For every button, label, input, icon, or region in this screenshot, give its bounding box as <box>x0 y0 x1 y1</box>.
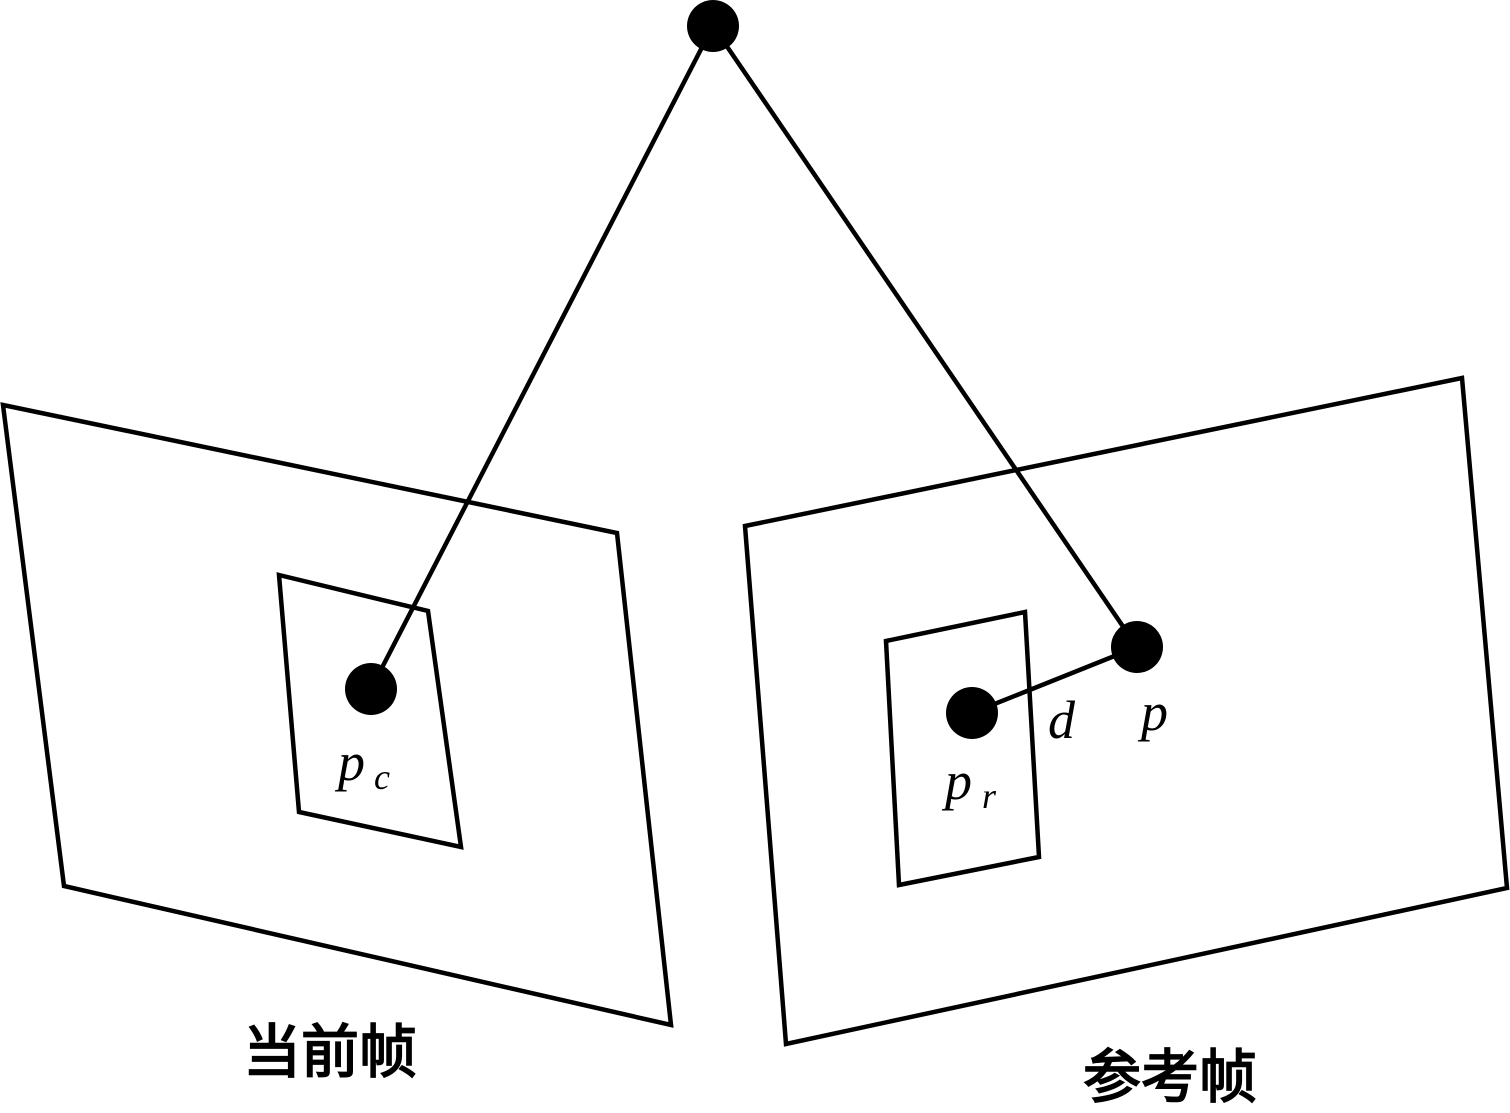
projected-point <box>1111 621 1163 673</box>
caption-reference-frame: 参考帧 <box>1083 1043 1257 1111</box>
label-pc: p <box>334 732 365 792</box>
world-point <box>687 0 739 52</box>
label-pr-subscript: r <box>982 776 997 816</box>
label-pr-main: p <box>941 751 972 811</box>
reference-frame-point <box>946 687 998 739</box>
ray-to-current-point <box>369 24 715 691</box>
reference-frame-patch <box>883 609 1042 888</box>
label-pc-main: p <box>334 732 365 792</box>
caption-current-frame: 当前帧 <box>243 1018 417 1086</box>
ray-to-projected-point <box>711 24 1139 649</box>
label-pc-subscript: c <box>374 757 390 797</box>
label-pr: p <box>941 751 972 811</box>
current-frame-point <box>345 663 397 715</box>
distance-segment <box>971 644 1138 716</box>
label-projected-point: p <box>1137 682 1168 742</box>
label-distance: d <box>1048 690 1076 750</box>
current-frame-patch <box>276 572 464 850</box>
reference-frame-outline <box>742 375 1510 1047</box>
current-frame-outline <box>0 402 674 1028</box>
